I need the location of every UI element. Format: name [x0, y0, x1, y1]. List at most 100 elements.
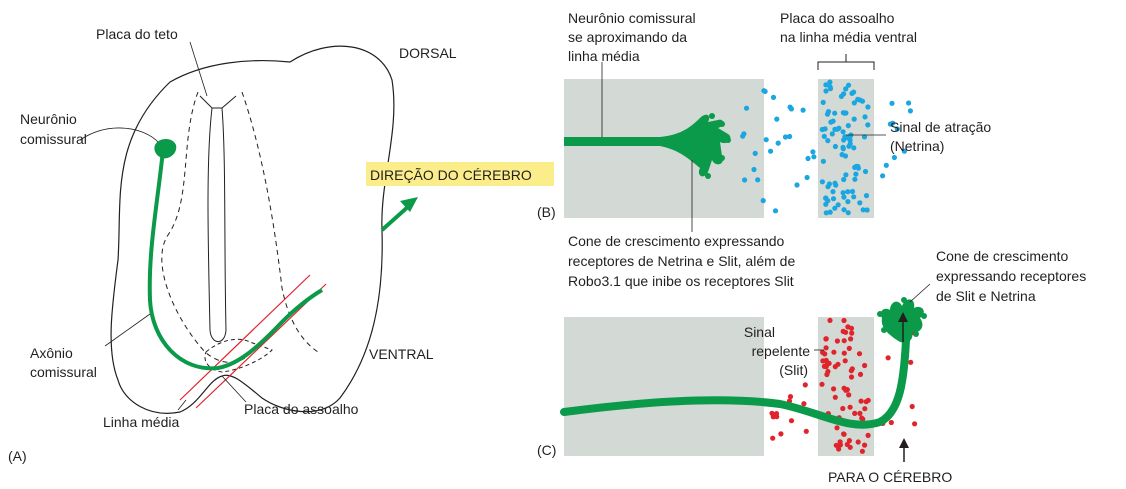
netrin-dot [853, 171, 859, 177]
midline-leader [177, 399, 187, 411]
netrin-dot [840, 129, 846, 135]
axon-c [560, 336, 910, 429]
netrin-dot [832, 126, 838, 132]
netrin-dot [864, 207, 870, 213]
slit-dot [846, 392, 852, 398]
slit-dot [788, 418, 795, 424]
netrin-dot [821, 133, 827, 139]
slit-dot [770, 414, 776, 420]
central-canal [207, 107, 227, 343]
netrin-dot [851, 194, 857, 200]
netrin-dot [840, 190, 846, 196]
filopodium-tip [719, 155, 725, 161]
cone-b-label-2: receptores de Netrina e Slit, além de [568, 253, 795, 269]
netrin-dot [839, 152, 845, 158]
netrin-dot [841, 176, 847, 183]
axon-arrowhead [400, 197, 418, 212]
netrin-dot [860, 207, 866, 213]
netrin-dot [835, 202, 841, 208]
netrin-dot [841, 194, 847, 200]
netrin-dot [827, 79, 833, 85]
slit-dot [912, 421, 918, 427]
slit-dot [835, 361, 841, 367]
slit-dot [857, 410, 863, 416]
netrin-dot [768, 148, 774, 154]
slit-dot [840, 405, 846, 412]
netrin-dot [857, 200, 863, 206]
slit-dot [841, 431, 847, 437]
slit-dots [769, 306, 918, 454]
floor-plate-leader [221, 375, 247, 403]
slit-dot [857, 371, 864, 377]
netrin-dot [846, 82, 852, 88]
netrin-dot [794, 182, 800, 188]
slit-dot [843, 329, 849, 335]
axon-leader [104, 313, 151, 347]
netrin-dot [907, 108, 914, 114]
slit-dot [820, 358, 826, 364]
cone-b-label-3: Robo3.1 que inibe os receptores Slit [568, 273, 794, 289]
filopodium-tip [881, 327, 887, 333]
slit-dot [909, 403, 915, 410]
netrin-dot [862, 168, 869, 175]
slit-dot [823, 336, 829, 342]
netrin-dot [852, 176, 858, 182]
cone-b-label-1: Cone de crescimento expressando [568, 233, 785, 249]
netrin-dots [740, 79, 914, 216]
axon-ascending [380, 203, 412, 232]
netrin-dot [883, 162, 889, 168]
slit-dot [834, 425, 840, 431]
netrin-dot [820, 158, 827, 164]
netrin-dot [843, 172, 849, 178]
netrin-dot [810, 149, 816, 155]
netrin-dot [763, 137, 769, 143]
neuron-leader [79, 127, 159, 143]
neuron-b-label-3: linha média [568, 48, 640, 64]
netrin-dot [819, 179, 826, 185]
slit-dot [803, 428, 809, 434]
cone-c-label-1: Cone de crescimento [936, 248, 1069, 264]
slit-dot [831, 349, 837, 355]
netrin-dot [800, 107, 806, 113]
slit-dot [862, 442, 868, 448]
netrin-dot [822, 126, 828, 132]
to-brain-arrowhead [899, 438, 909, 448]
netrin-dot [891, 154, 898, 161]
netrin-dot [857, 97, 863, 103]
slit-dot [848, 374, 855, 380]
panel-a: Placa do teto DORSAL Neurônio comissural… [8, 26, 554, 464]
slit-dot [827, 317, 833, 323]
tissue-block-c [564, 317, 764, 456]
neuron-b-label-2: se aproximando da [568, 29, 687, 45]
netrin-dot [865, 122, 871, 128]
slit-dot [833, 442, 839, 448]
slit-dot [888, 419, 894, 426]
slit-dot [865, 432, 871, 438]
netrin-dot [740, 133, 746, 139]
slit-dot [832, 394, 838, 400]
neuron-soma [154, 138, 177, 159]
slit-dot [849, 366, 855, 372]
netrin-dot [851, 145, 857, 151]
netrin-dot [832, 110, 838, 116]
netrin-dot [742, 177, 748, 183]
direction-arrowhead-c [898, 312, 908, 322]
netrin-dot [770, 94, 777, 100]
panel-b: Neurônio comissural se aproximando da li… [537, 10, 991, 289]
growth-cone-b [660, 114, 731, 177]
netrin-dot [760, 198, 766, 204]
slit-dot [849, 330, 855, 336]
netrin-dot [775, 140, 781, 146]
netrin-dot [825, 109, 832, 115]
slit-dot [862, 362, 868, 369]
netrin-dot [830, 196, 837, 202]
roof-plate-label: Placa do teto [96, 26, 178, 42]
midline-label: Linha média [103, 414, 179, 430]
netrin-dot [832, 180, 838, 186]
slit-dot [841, 338, 847, 344]
netrin-label-2: (Netrina) [890, 138, 944, 154]
netrin-dot [825, 198, 831, 204]
neuron-label-1: Neurônio [20, 111, 77, 127]
ventricle-dashed-right [241, 91, 319, 353]
